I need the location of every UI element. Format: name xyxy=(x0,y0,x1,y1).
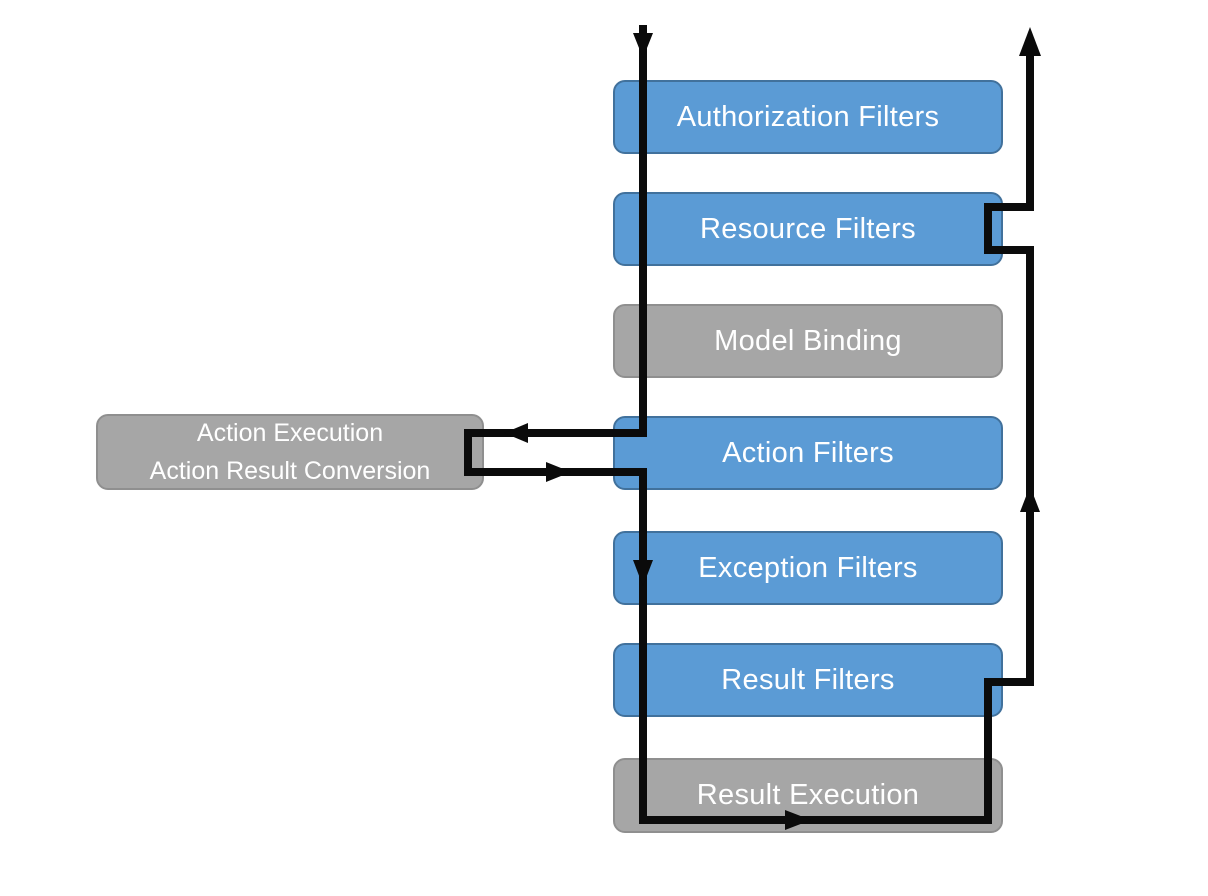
side-box-label-line1: Action Execution xyxy=(196,419,384,447)
box-label: Action Filters xyxy=(722,436,894,469)
box-label: Result Filters xyxy=(721,663,895,696)
box-label: Exception Filters xyxy=(698,551,918,584)
box-label: Resource Filters xyxy=(700,212,916,245)
arrowhead-left-to-action-execution-icon xyxy=(504,423,528,443)
box-result-execution: Result Execution xyxy=(613,758,1003,833)
box-exception-filters: Exception Filters xyxy=(613,531,1003,605)
box-label: Result Execution xyxy=(696,779,920,811)
arrowhead-up-return-mid-icon xyxy=(1020,486,1040,512)
box-label: Authorization Filters xyxy=(676,100,940,133)
box-authorization-filters: Authorization Filters xyxy=(613,80,1003,154)
box-resource-filters: Resource Filters xyxy=(613,192,1003,266)
arrowhead-down-entry-icon xyxy=(633,33,653,58)
arrowhead-right-from-action-execution-icon xyxy=(546,462,571,482)
arrowhead-up-exit-top-icon xyxy=(1019,27,1041,56)
box-model-binding: Model Binding xyxy=(613,304,1003,378)
box-result-filters: Result Filters xyxy=(613,643,1003,717)
box-label: Model Binding xyxy=(714,324,902,357)
side-box-label-line2: Action Result Conversion xyxy=(149,457,431,485)
box-action-execution: Action Execution Action Result Conversio… xyxy=(96,414,484,490)
box-action-filters: Action Filters xyxy=(613,416,1003,490)
